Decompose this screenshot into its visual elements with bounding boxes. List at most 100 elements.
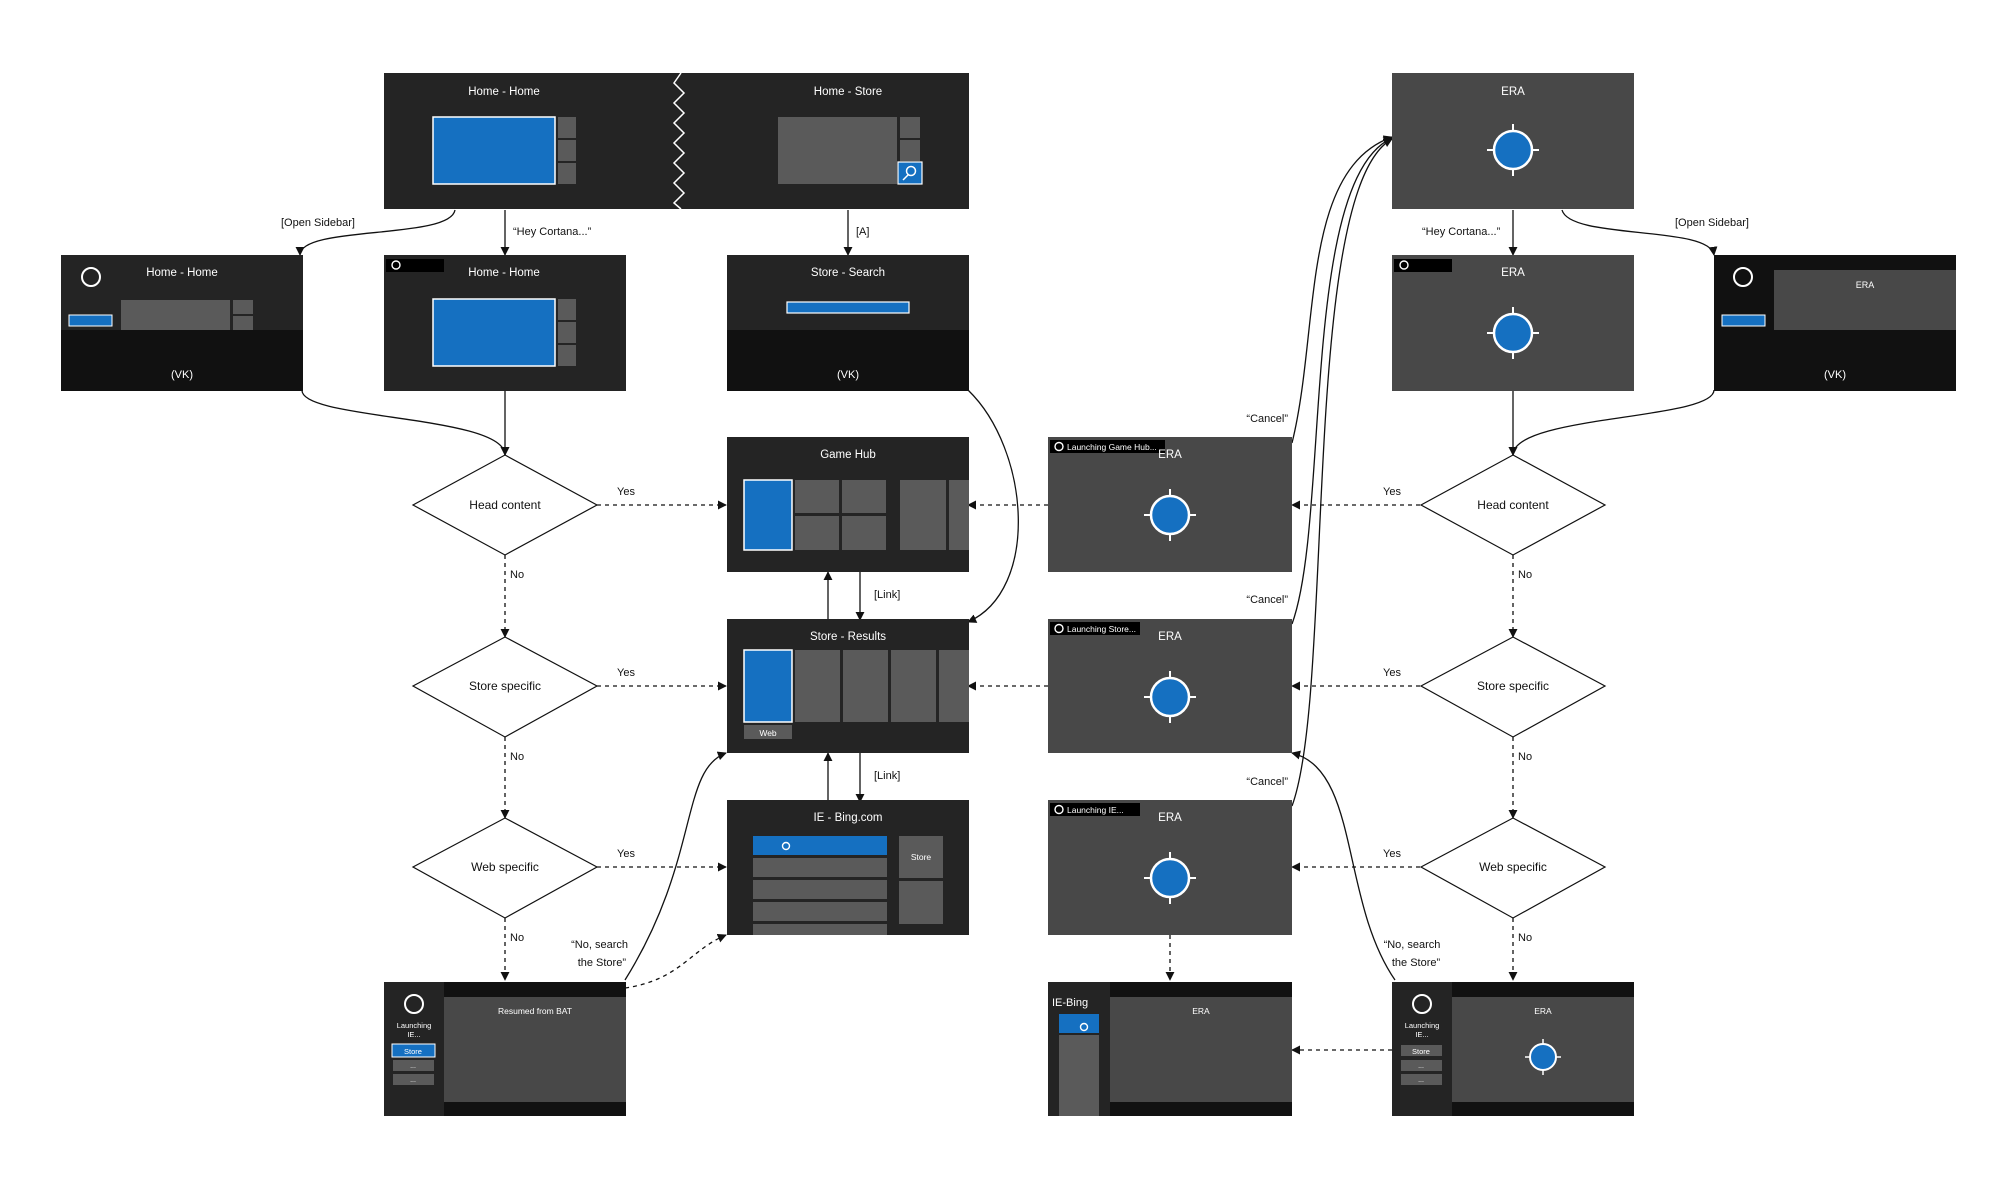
svg-text:ERA: ERA (1158, 631, 1182, 643)
label-head-no: No (510, 569, 524, 581)
connector-open-sidebar-left (295, 209, 456, 256)
svg-text:Game Hub: Game Hub (820, 449, 876, 461)
decision-web-specific-left: Web specific (411, 817, 599, 919)
decision-store-specific-left: Store specific (411, 636, 599, 738)
svg-text:Home - Store: Home - Store (814, 86, 882, 98)
decision-head-content-right: Head content (1419, 454, 1607, 556)
svg-text:IE-Bing: IE-Bing (1052, 997, 1088, 1009)
screen-era-launch-store: Launching Store... ERA (1048, 619, 1292, 753)
screen-store-search: Store - Search (VK) (727, 255, 969, 391)
svg-text:Web: Web (759, 728, 777, 738)
label-store-no: No (510, 751, 524, 763)
svg-text:Store: Store (404, 1047, 422, 1056)
label-no-search-right-1: “No, search (1384, 939, 1441, 951)
featured-tile (432, 116, 556, 185)
svg-text:(VK): (VK) (171, 369, 193, 381)
svg-text:Head content: Head content (1477, 498, 1549, 512)
decision-head-content-left: Head content (411, 454, 599, 556)
connector-no-search-left (624, 751, 727, 981)
label-right-head-no: No (1518, 569, 1532, 581)
svg-text:Launching IE...: Launching IE... (1067, 805, 1124, 815)
label-web-yes: Yes (617, 848, 635, 860)
svg-text:ERA: ERA (1192, 1006, 1210, 1016)
svg-text:Web specific: Web specific (471, 860, 539, 874)
label-a-button: [A] (856, 226, 869, 238)
connector-no-search-right (1291, 750, 1396, 981)
cortana-icon (1054, 623, 1064, 634)
svg-text:IE - Bing.com: IE - Bing.com (813, 812, 882, 824)
screen-ie-bing-snap: IE-Bing ERA (1048, 982, 1292, 1116)
svg-text:Store: Store (911, 852, 932, 862)
label-web-no: No (510, 932, 524, 944)
svg-text:Store: Store (1412, 1047, 1430, 1056)
svg-text:Launching Game Hub...: Launching Game Hub... (1067, 442, 1157, 452)
svg-text:Store specific: Store specific (1477, 679, 1549, 693)
screen-ie-bing: IE - Bing.com Store (727, 800, 969, 935)
label-cancel-3: “Cancel” (1246, 776, 1288, 788)
svg-text:...: ... (410, 1077, 416, 1084)
cortana-icon (81, 267, 101, 287)
label-head-yes: Yes (617, 486, 635, 498)
label-right-web-yes: Yes (1383, 848, 1401, 860)
svg-text:ERA: ERA (1501, 267, 1525, 279)
label-cancel-1: “Cancel” (1246, 413, 1288, 425)
screen-home-cortana: Home - Home (384, 255, 626, 391)
screen-home-top: Home - Home Home - Store (384, 72, 969, 210)
svg-text:Launching Store...: Launching Store... (1067, 624, 1136, 634)
cortana-icon (404, 994, 424, 1014)
search-icon (902, 165, 917, 181)
decision-web-specific-right: Web specific (1419, 817, 1607, 919)
label-right-store-no: No (1518, 751, 1532, 763)
cortana-icon (1412, 994, 1432, 1014)
cortana-icon (1733, 267, 1753, 287)
svg-text:...: ... (1418, 1063, 1424, 1070)
connector-labels: [Open Sidebar] “Hey Cortana...” [A] Yes … (281, 217, 1749, 969)
cortana-icon (1399, 260, 1409, 270)
connector-no-search-dashed (624, 933, 727, 989)
label-right-store-yes: Yes (1383, 667, 1401, 679)
screen-resumed-from-bat: Launching IE... Store ... ... Resumed fr… (384, 982, 626, 1116)
label-right-web-no: No (1518, 932, 1532, 944)
svg-text:ERA: ERA (1501, 86, 1525, 98)
svg-text:(VK): (VK) (837, 369, 859, 381)
svg-text:Store - Search: Store - Search (811, 267, 885, 279)
screen-era-sidebar: ERA (VK) (1714, 255, 1956, 391)
search-tile (897, 161, 923, 185)
decisions: Head content Store specific Web specific… (411, 454, 1607, 919)
label-link-2: [Link] (874, 770, 900, 782)
connector-open-sidebar-right (1561, 209, 1718, 256)
svg-text:...: ... (1418, 1077, 1424, 1084)
svg-text:IE...: IE... (1415, 1030, 1428, 1039)
label-open-sidebar-left: [Open Sidebar] (281, 217, 355, 229)
svg-text:ERA: ERA (1856, 280, 1875, 290)
cortana-icon (1054, 804, 1064, 815)
svg-text:Launching: Launching (397, 1021, 432, 1030)
label-cancel-2: “Cancel” (1246, 594, 1288, 606)
screen-home-sidebar: Home - Home (VK) (61, 255, 303, 391)
connector-cancel-3 (1291, 138, 1393, 807)
svg-text:ERA: ERA (1158, 449, 1182, 461)
label-no-search-right-2: the Store” (1392, 957, 1441, 969)
connector-sidebar-to-head (301, 389, 510, 456)
svg-text:ERA: ERA (1534, 1006, 1552, 1016)
search-box (786, 301, 910, 314)
screen-era-top: ERA (1392, 73, 1634, 209)
svg-text:Resumed from BAT: Resumed from BAT (498, 1006, 572, 1016)
label-link-1: [Link] (874, 589, 900, 601)
label-store-yes: Yes (617, 667, 635, 679)
screen-game-hub: Game Hub (727, 437, 969, 572)
connector-cancel-1 (1291, 135, 1393, 444)
screen-era-cortana: ERA (1392, 255, 1634, 391)
screen-era-bottom-right: Launching IE... Store ... ... ERA (1392, 982, 1634, 1116)
cortana-icon (391, 260, 401, 270)
svg-text:Web specific: Web specific (1479, 860, 1547, 874)
connector-era-sidebar-to-head (1508, 389, 1715, 456)
connector-search-to-results (967, 389, 1019, 623)
svg-text:ERA: ERA (1158, 812, 1182, 824)
svg-text:IE...: IE... (407, 1030, 420, 1039)
svg-text:Home - Home: Home - Home (146, 267, 218, 279)
label-hey-cortana-right: “Hey Cortana...” (1422, 226, 1501, 238)
svg-text:(VK): (VK) (1824, 369, 1846, 381)
connector-cancel-2 (1291, 137, 1393, 625)
